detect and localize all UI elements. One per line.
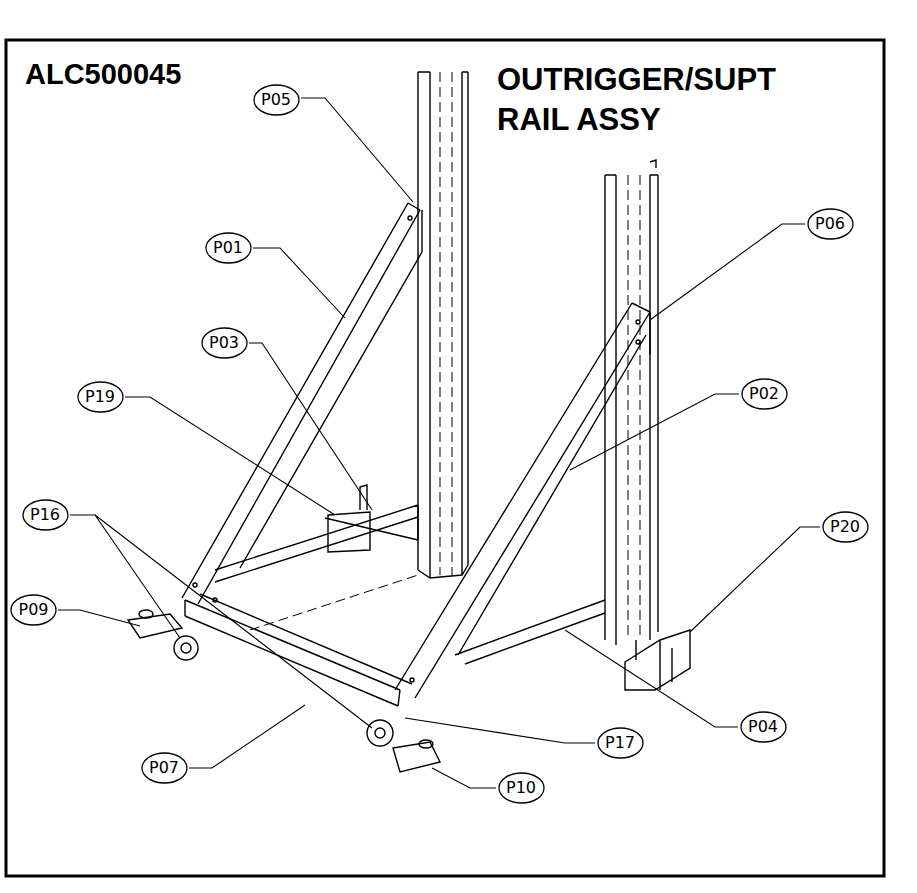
leader-lines bbox=[58, 98, 820, 788]
leader-line bbox=[650, 224, 805, 320]
bracket bbox=[625, 630, 690, 690]
callout-bubble: P06 bbox=[807, 208, 854, 240]
callout-number: P05 bbox=[261, 91, 291, 109]
rail-hidden-line bbox=[628, 175, 640, 640]
left-side-member bbox=[215, 505, 418, 582]
callout-number: P20 bbox=[830, 518, 860, 536]
callout-ellipse bbox=[23, 500, 68, 530]
left-rail bbox=[418, 72, 468, 578]
callout-ellipse bbox=[78, 382, 123, 412]
callout-ellipse bbox=[808, 209, 853, 239]
callout-number: P09 bbox=[18, 601, 48, 619]
leader-line bbox=[690, 527, 820, 632]
leader-line bbox=[189, 705, 305, 768]
left-brace bbox=[182, 203, 422, 604]
brace-outline bbox=[182, 203, 422, 604]
right-brace bbox=[395, 303, 650, 698]
callout-ellipse bbox=[202, 328, 247, 358]
bolt-hole bbox=[410, 678, 414, 682]
callout-number: P04 bbox=[748, 718, 778, 736]
callout-bubble: P09 bbox=[10, 594, 57, 626]
drawing-title: OUTRIGGER/SUPT RAIL ASSY bbox=[497, 60, 837, 140]
right-side-member bbox=[455, 600, 605, 664]
base-frame bbox=[185, 505, 605, 706]
callout-bubble: P19 bbox=[77, 381, 124, 413]
foot-pad bbox=[128, 614, 182, 638]
callout-number: P17 bbox=[605, 734, 635, 752]
leader-line bbox=[570, 394, 739, 470]
foot-post bbox=[419, 740, 433, 748]
bolt-hole bbox=[408, 216, 412, 220]
brace-outline bbox=[395, 303, 650, 698]
callout-ellipse bbox=[742, 379, 787, 409]
callout-bubble: P03 bbox=[201, 327, 248, 359]
callout-ellipse bbox=[142, 753, 187, 783]
callout-number: P01 bbox=[213, 239, 243, 257]
caster-wheel bbox=[367, 720, 393, 746]
leader-line bbox=[565, 630, 738, 727]
callout-ellipse bbox=[823, 512, 868, 542]
callout-bubble: P20 bbox=[822, 511, 869, 543]
callout-bubble: P10 bbox=[498, 772, 545, 804]
callout-bubble: P17 bbox=[597, 727, 644, 759]
hidden-member bbox=[250, 575, 418, 630]
leader-line bbox=[253, 248, 345, 318]
caster-wheel bbox=[174, 636, 198, 660]
bolt-hole bbox=[193, 583, 197, 587]
callout-number: P16 bbox=[30, 506, 60, 524]
callout-bubble: P02 bbox=[741, 378, 788, 410]
callout-bubble: P05 bbox=[253, 84, 300, 116]
callout-ellipse bbox=[206, 233, 251, 263]
foot-pad bbox=[393, 742, 440, 772]
foot-post bbox=[139, 610, 153, 618]
callout-ellipse bbox=[499, 773, 544, 803]
callout-bubble: P01 bbox=[205, 232, 252, 264]
callout-ellipse bbox=[598, 728, 643, 758]
callout-bubble: P07 bbox=[141, 752, 188, 784]
bolt-hole bbox=[636, 320, 640, 324]
callout-bubble: P04 bbox=[740, 711, 787, 743]
leader-line bbox=[125, 397, 335, 515]
bolt-hole bbox=[636, 340, 640, 344]
leader-line bbox=[58, 610, 140, 626]
callout-ellipse bbox=[11, 595, 56, 625]
callout-number: P07 bbox=[149, 759, 179, 777]
rail-hidden-line bbox=[440, 72, 452, 575]
callout-number: P19 bbox=[85, 388, 115, 406]
callout-ellipse bbox=[254, 85, 299, 115]
caster-hub bbox=[181, 643, 191, 653]
right-foot bbox=[367, 720, 440, 772]
leader-line bbox=[405, 718, 595, 743]
leader-line bbox=[301, 98, 413, 202]
callout-ellipse bbox=[741, 712, 786, 742]
callout-bubble: P16 bbox=[22, 499, 69, 531]
right-rail bbox=[605, 160, 658, 645]
leader-line bbox=[432, 768, 496, 788]
bolt-hole bbox=[213, 598, 217, 602]
rail-outline bbox=[418, 72, 468, 578]
callout-number: P03 bbox=[209, 334, 239, 352]
drawing-number: ALC500045 bbox=[25, 58, 181, 91]
callout-number: P06 bbox=[815, 215, 845, 233]
leader-line bbox=[249, 343, 372, 510]
leader-line bbox=[70, 515, 372, 728]
callout-number: P02 bbox=[749, 385, 779, 403]
bracket bbox=[328, 485, 370, 552]
caster-hub bbox=[375, 728, 385, 738]
callout-number: P10 bbox=[506, 779, 536, 797]
sheet-frame bbox=[6, 40, 884, 876]
left-foot bbox=[128, 610, 198, 660]
rail-outline bbox=[605, 160, 658, 645]
